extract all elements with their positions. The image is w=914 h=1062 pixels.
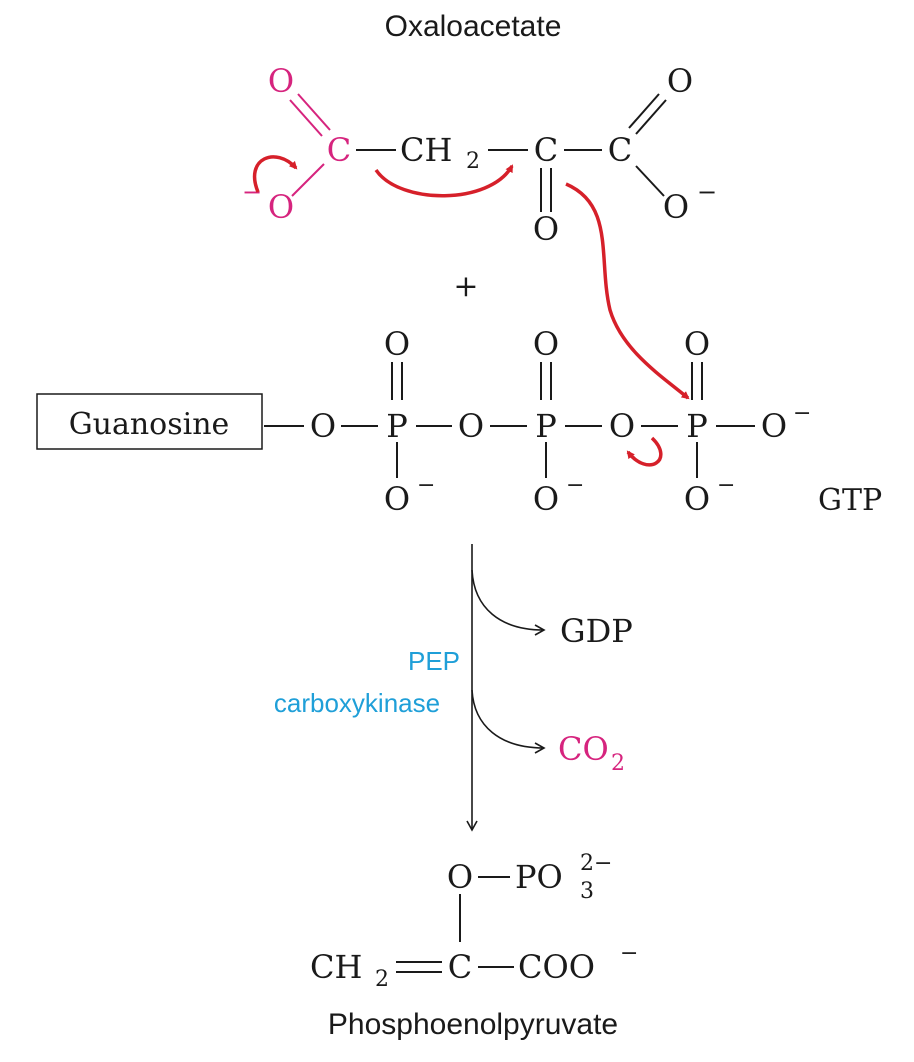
co2-subscript: 2 [611,751,625,776]
electron-arrow-phosphate [626,436,663,467]
gtp-gamma-oxo: O [684,325,710,363]
gtp-alpha-charge: − [417,473,435,498]
carboxyl-carbon: C [327,131,351,169]
carboxyl-oxygen-charge: − [242,178,262,206]
carboxyl-oxygen-top: O [268,62,294,100]
electron-arrow-carboxylate [252,155,298,193]
gtp-bridge-oxygen-3: O [609,407,635,445]
pep-carboxylate: COO [518,948,595,986]
ketone-oxygen: O [533,210,559,248]
pep-phosphate-charge: 2− [580,851,612,876]
electron-push-arrows [252,155,690,467]
gtp-beta-oxide: O [533,480,559,518]
electron-arrow-decarboxylation [374,164,514,198]
pep-methylene-subscript: 2 [375,967,389,992]
gtp-alpha-oxo: O [384,325,410,363]
gtp-bridge-oxygen-2: O [458,407,484,445]
reaction-arrow [466,544,546,832]
guanosine-label: Guanosine [69,407,230,442]
plus-sign: + [453,269,478,304]
enzyme-name-line2: carboxykinase [274,688,440,718]
pep-phosphate-subscript: 3 [580,879,594,904]
carboxylate-oxygen-bottom: O [663,188,689,226]
pep-structure: O PO 3 2− CH 2 C COO − [310,851,638,992]
gtp-terminal-charge: − [793,401,811,426]
gtp-gamma-oxide: O [684,480,710,518]
gtp-atoms: O P O O − O P O O − O P O O − O − GTP [310,325,882,518]
ch2-group: CH [400,131,452,169]
pep-enol-oxygen: O [447,858,473,896]
oxaloacetate-title: Oxaloacetate [385,10,562,43]
guanosine-box [36,393,263,450]
ketone-carbon: C [534,131,558,169]
carboxylate-oxygen-charge: − [697,178,717,206]
co2-product: CO [558,730,609,768]
gtp-phosphorus-gamma: P [686,407,708,445]
ch2-subscript: 2 [466,149,480,174]
gtp-terminal-oxygen: O [761,407,787,445]
gtp-bonds [264,362,755,478]
gtp-beta-charge: − [566,473,584,498]
pep-bonds [396,876,514,973]
gtp-gamma-charge: − [717,473,735,498]
pep-central-carbon: C [448,948,472,986]
gtp-alpha-oxide: O [384,480,410,518]
carboxyl-oxygen-bottom: O [268,188,294,226]
electron-arrow-enolate-attack [565,182,690,400]
oxaloacetate-structure: O C O − CH 2 C O C O O − [242,62,717,248]
pep-phosphate-group: PO [515,858,563,896]
gtp-phosphorus-alpha: P [386,407,408,445]
oxaloacetate-bonds [289,93,667,212]
gtp-label: GTP [818,483,882,518]
gtp-beta-oxo: O [533,325,559,363]
carboxylate-carbon: C [608,131,632,169]
co2-release-arrow [471,689,546,754]
pep-methylene: CH [310,948,362,986]
gtp-bridge-oxygen-1: O [310,407,336,445]
enzyme-name-line1: PEP [408,646,460,676]
pep-carboxylate-charge: − [620,941,638,966]
gdp-release-arrow [471,569,546,636]
gdp-product: GDP [560,612,633,650]
carboxylate-oxygen-top: O [667,62,693,100]
pep-name: Phosphoenolpyruvate [328,1008,618,1041]
gtp-phosphorus-beta: P [535,407,557,445]
